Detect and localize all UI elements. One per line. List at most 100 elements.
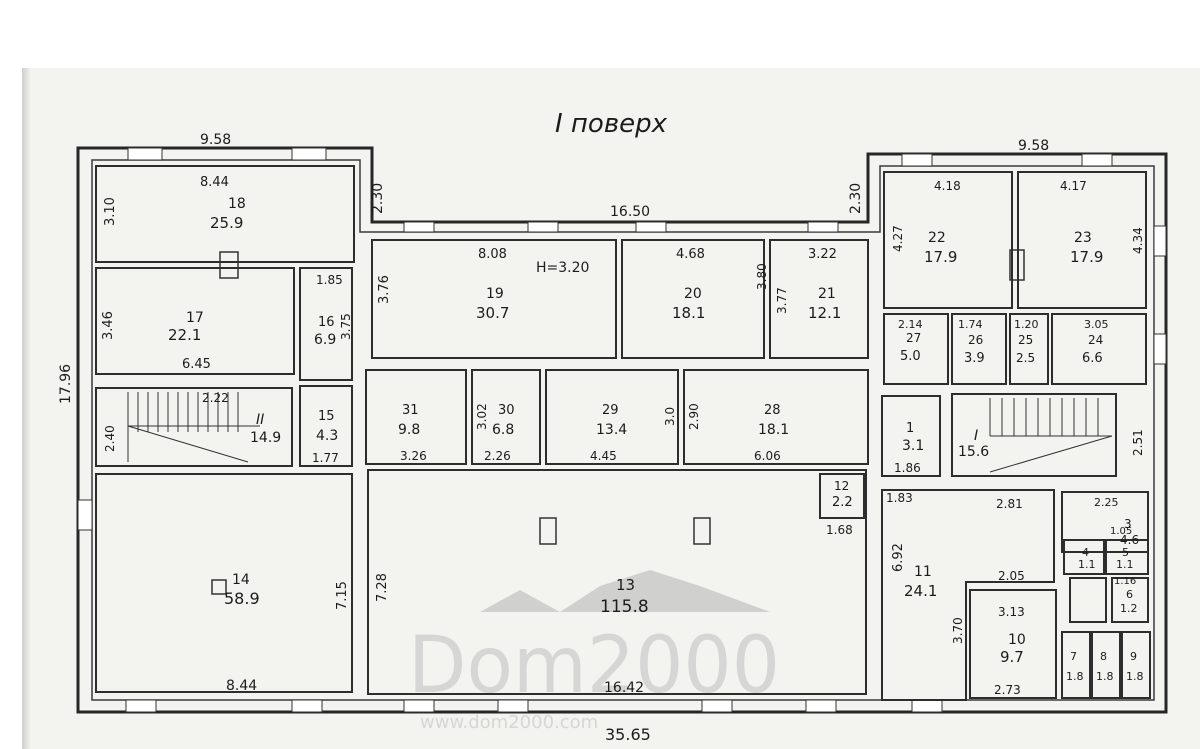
- column: [1009, 249, 1025, 281]
- room-30-wall: [471, 369, 541, 465]
- inner-walls: [91, 159, 1155, 701]
- room-28-area: 18.1: [758, 422, 789, 438]
- room-25-wall: [1009, 313, 1049, 385]
- stair-hatching: [127, 392, 1113, 473]
- window: [403, 221, 435, 233]
- room-7-area: 1.8: [1066, 670, 1084, 683]
- room-12-area: 2.2: [832, 495, 853, 510]
- room-20-area: 18.1: [672, 304, 705, 322]
- room-16-dim-a: 1.85: [316, 273, 343, 287]
- room-5-area: 1.1: [1116, 558, 1134, 571]
- room-25-dim-a: 1.20: [1014, 318, 1039, 331]
- windows: [77, 147, 1167, 713]
- room-25-no: 25: [1018, 333, 1033, 347]
- room-30-no: 30: [498, 403, 515, 418]
- room-6-no: 6: [1126, 588, 1133, 601]
- watermark: Dom2000 www.dom2000.com: [408, 570, 780, 733]
- room-24-no: 24: [1088, 333, 1103, 347]
- room-20-dim-a: 4.68: [676, 247, 705, 262]
- inner-wall-outline: [91, 159, 1155, 701]
- room-13-wall: [367, 469, 867, 695]
- room-24-dim-a: 3.05: [1084, 318, 1109, 331]
- room-11-no: 11: [914, 564, 932, 580]
- room-22-no: 22: [928, 230, 946, 246]
- room-10-dim-b: 3.70: [951, 617, 965, 644]
- window: [701, 699, 733, 713]
- room-22-dim-a: 4.18: [934, 179, 961, 193]
- stair-I-wall: [951, 393, 1117, 477]
- room-29-dim-b: 3.0: [663, 407, 677, 426]
- room-7-no: 7: [1070, 650, 1077, 663]
- room-10-no: 10: [1008, 632, 1026, 648]
- room-19-no: 19: [486, 286, 504, 302]
- room-27-wall: [883, 313, 949, 385]
- room-18-area: 25.9: [210, 214, 243, 232]
- window: [635, 221, 667, 233]
- room-29-wall: [545, 369, 679, 465]
- room-29-area: 13.4: [596, 422, 627, 438]
- room-21-area: 12.1: [808, 304, 841, 322]
- room-31-wall: [365, 369, 467, 465]
- room-16-dim-b: 3.75: [339, 313, 353, 340]
- window: [125, 699, 157, 713]
- room-9-no: 9: [1130, 650, 1137, 663]
- room-19-wall: [371, 239, 617, 359]
- room-21-dim-b: 3.77: [775, 287, 789, 314]
- room-13-area: 115.8: [600, 597, 649, 617]
- outer-wall-outline: [76, 146, 1168, 714]
- room-23-dim-b: 4.34: [1131, 227, 1145, 254]
- window: [403, 699, 435, 713]
- room-19-dim-b: 3.76: [377, 275, 392, 304]
- room-28-wall: [683, 369, 869, 465]
- room-11-dim-c: 6.92: [891, 543, 906, 572]
- room-8-wall: [1091, 631, 1121, 699]
- room-29-dim-a: 4.45: [590, 449, 617, 463]
- room-1-area: 3.1: [902, 438, 924, 454]
- window: [527, 221, 559, 233]
- column: [693, 517, 711, 545]
- room-20-dim-b: 3.80: [755, 263, 769, 290]
- room-18-wall: [95, 165, 355, 263]
- window: [1081, 153, 1113, 167]
- window: [291, 699, 323, 713]
- room-25-area: 2.5: [1016, 351, 1035, 365]
- window: [1153, 225, 1167, 257]
- room-23-dim-a: 4.17: [1060, 179, 1087, 193]
- room-11-dim-b: 2.81: [996, 497, 1023, 511]
- room-4-no: 4: [1082, 546, 1089, 559]
- dim-bottom: 35.65: [605, 725, 651, 744]
- room-21-dim-a: 3.22: [808, 247, 837, 262]
- column: [211, 579, 227, 595]
- room-3-dim-a: 2.25: [1094, 496, 1119, 509]
- room-26-no: 26: [968, 333, 983, 347]
- room-6-area: 1.2: [1120, 602, 1138, 615]
- room-3-area: 4.6: [1120, 533, 1139, 547]
- room-11-wall: [881, 489, 1055, 701]
- room-13-dim-b: 16.42: [604, 680, 644, 696]
- stair-II-dim-b: 2.22: [202, 391, 229, 405]
- room-11-area: 24.1: [904, 582, 937, 600]
- room-4-wall: [1063, 539, 1105, 575]
- room-3-no: 3: [1124, 517, 1132, 531]
- room-30-area: 6.8: [492, 422, 514, 438]
- room-22-area: 17.9: [924, 248, 957, 266]
- room-14-wall: [95, 473, 353, 693]
- room-27-no: 27: [906, 331, 921, 345]
- room-18-dim-b: 3.10: [103, 197, 118, 226]
- stair-II-no: II: [256, 412, 264, 428]
- room-1-no: 1: [906, 421, 914, 436]
- room-10-dim-c: 2.73: [994, 683, 1021, 697]
- room-10-dim-a: 3.13: [998, 605, 1025, 619]
- room-11-dim-a: 1.83: [886, 491, 913, 505]
- room-5-wall: [1105, 539, 1149, 575]
- sheet-binding-edge: [22, 68, 30, 749]
- window: [911, 699, 943, 713]
- room-28-dim-b: 2.90: [687, 403, 701, 430]
- watermark-url: www.dom2000.com: [420, 712, 598, 733]
- room-26-area: 3.9: [964, 351, 985, 366]
- window: [807, 221, 839, 233]
- window: [1153, 333, 1167, 365]
- room-31-no: 31: [402, 403, 419, 418]
- column: [219, 251, 239, 279]
